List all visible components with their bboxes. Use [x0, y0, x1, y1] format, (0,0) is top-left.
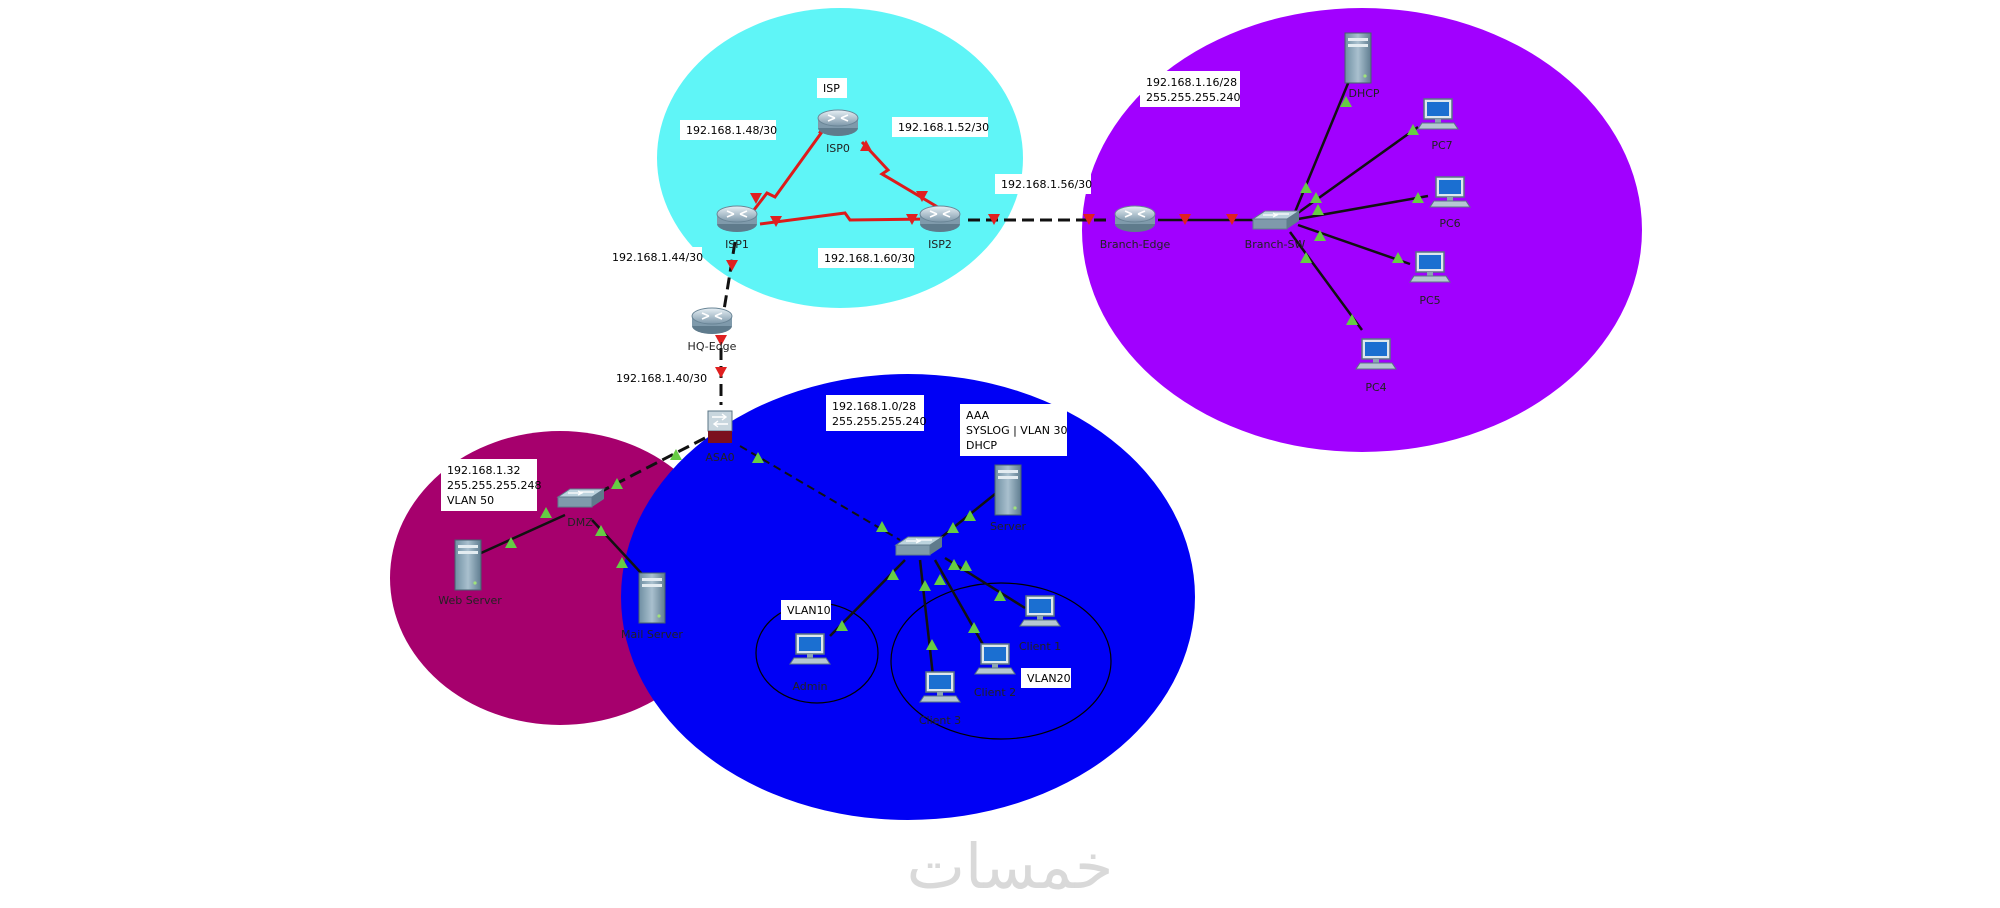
net-48-note: 192.168.1.48/30	[680, 120, 777, 140]
pc4-label: PC4	[1365, 381, 1386, 394]
net-56-text: 192.168.1.56/30	[1001, 178, 1092, 191]
net-44-note: 192.168.1.44/30	[606, 247, 703, 267]
asa0-firewall[interactable]: ASA0	[705, 410, 735, 464]
isp0-label: ISP0	[826, 142, 850, 155]
branch-zone	[1082, 8, 1642, 452]
isp-note-text: ISP	[823, 82, 840, 95]
net-56-note: 192.168.1.56/30	[995, 174, 1092, 194]
notes: ISP 192.168.1.48/30 192.168.1.52/30 192.…	[441, 71, 1240, 688]
dmz-lan-net: 192.168.1.32	[447, 464, 520, 477]
isp-note: ISP	[817, 78, 847, 98]
hq-edge-label: HQ-Edge	[688, 340, 737, 353]
net-60-text: 192.168.1.60/30	[824, 252, 915, 265]
hq-edge-router[interactable]: HQ-Edge	[688, 307, 737, 353]
branch-sw-switch[interactable]: Branch-SW	[1245, 210, 1306, 251]
client1-label: Client 1	[1019, 640, 1061, 653]
pc4[interactable]: PC4	[1355, 338, 1397, 394]
branch-lan-mask: 255.255.255.240	[1146, 91, 1240, 104]
net-52-note: 192.168.1.52/30	[892, 117, 989, 137]
client2-label: Client 2	[974, 686, 1016, 699]
pc7[interactable]: PC7	[1417, 98, 1459, 152]
zones	[390, 8, 1642, 820]
server-role-syslog: SYSLOG | VLAN 30	[966, 424, 1067, 437]
dmz-lan-vlan: VLAN 50	[447, 494, 494, 507]
link-asa-lansw	[739, 445, 901, 541]
web-server[interactable]: Web Server	[438, 539, 502, 607]
link-isp0-isp2	[860, 140, 947, 214]
isp2-label: ISP2	[928, 238, 952, 251]
client2-pc[interactable]: Client 2	[974, 643, 1016, 699]
pc6-label: PC6	[1439, 217, 1460, 230]
client3-label: Client 3	[919, 714, 961, 727]
branch-edge-label: Branch-Edge	[1100, 238, 1171, 251]
server-role-dhcp: DHCP	[966, 439, 997, 452]
net-48-text: 192.168.1.48/30	[686, 124, 777, 137]
hq-lan-net: 192.168.1.0/28	[832, 400, 916, 413]
net-44-text: 192.168.1.44/30	[612, 251, 703, 264]
link-isp1-isp2	[759, 211, 931, 226]
vlan20-note: VLAN20	[1021, 668, 1071, 688]
pc7-label: PC7	[1431, 139, 1452, 152]
dhcp-label: DHCP	[1348, 87, 1379, 100]
isp-zone	[657, 8, 1023, 308]
isp2-router[interactable]: ISP2	[919, 205, 961, 251]
hq-lan-note: 192.168.1.0/28 255.255.255.240	[826, 395, 926, 431]
vlan20-boundary	[890, 582, 1112, 740]
link-isp1-isp0	[745, 117, 834, 220]
web-server-label: Web Server	[438, 594, 502, 607]
asa0-label: ASA0	[705, 451, 734, 464]
vlan20-text: VLAN20	[1027, 672, 1071, 685]
hq-server[interactable]: Server	[990, 464, 1027, 533]
devices: ISP0 ISP1 ISP2 HQ-Edge ASA0 Branch-Edge …	[438, 32, 1471, 727]
isp1-label: ISP1	[725, 238, 749, 251]
mail-server[interactable]: Mail Server	[621, 572, 683, 641]
pc5[interactable]: PC5	[1409, 251, 1451, 307]
isp0-router[interactable]: ISP0	[817, 109, 859, 155]
dmz-label: DMZ	[567, 516, 593, 529]
server-label: Server	[990, 520, 1027, 533]
dmz-switch[interactable]: DMZ	[557, 488, 605, 529]
net-40-note: 192.168.1.40/30	[610, 368, 707, 388]
vlan10-text: VLAN10	[787, 604, 831, 617]
server-role-aaa: AAA	[966, 409, 990, 422]
mail-server-label: Mail Server	[621, 628, 683, 641]
pc5-label: PC5	[1419, 294, 1440, 307]
dhcp-server[interactable]: DHCP	[1344, 32, 1380, 100]
dmz-lan-mask: 255.255.255.248	[447, 479, 541, 492]
isp1-router[interactable]: ISP1	[716, 205, 758, 251]
admin-pc[interactable]: Admin	[789, 633, 831, 693]
link-isp1-hqedge	[722, 241, 737, 311]
branch-edge-router[interactable]: Branch-Edge	[1100, 205, 1171, 251]
net-60-note: 192.168.1.60/30	[818, 248, 915, 268]
admin-label: Admin	[792, 680, 827, 693]
hq-lan-zone	[621, 374, 1195, 820]
dmz-lan-note: 192.168.1.32 255.255.255.248 VLAN 50	[441, 459, 541, 511]
branch-sw-label: Branch-SW	[1245, 238, 1306, 251]
server-roles-note: AAA SYSLOG | VLAN 30 DHCP	[960, 404, 1067, 456]
pc6[interactable]: PC6	[1429, 176, 1471, 230]
vlan10-note: VLAN10	[781, 600, 831, 620]
net-52-text: 192.168.1.52/30	[898, 121, 989, 134]
client1-pc[interactable]: Client 1	[1019, 595, 1061, 653]
branch-lan-net: 192.168.1.16/28	[1146, 76, 1237, 89]
client3-pc[interactable]: Client 3	[919, 671, 961, 727]
net-40-text: 192.168.1.40/30	[616, 372, 707, 385]
branch-lan-note: 192.168.1.16/28 255.255.255.240	[1140, 71, 1240, 107]
watermark: خمسات	[907, 830, 1114, 903]
hq-lan-mask: 255.255.255.240	[832, 415, 926, 428]
links	[469, 63, 1429, 677]
